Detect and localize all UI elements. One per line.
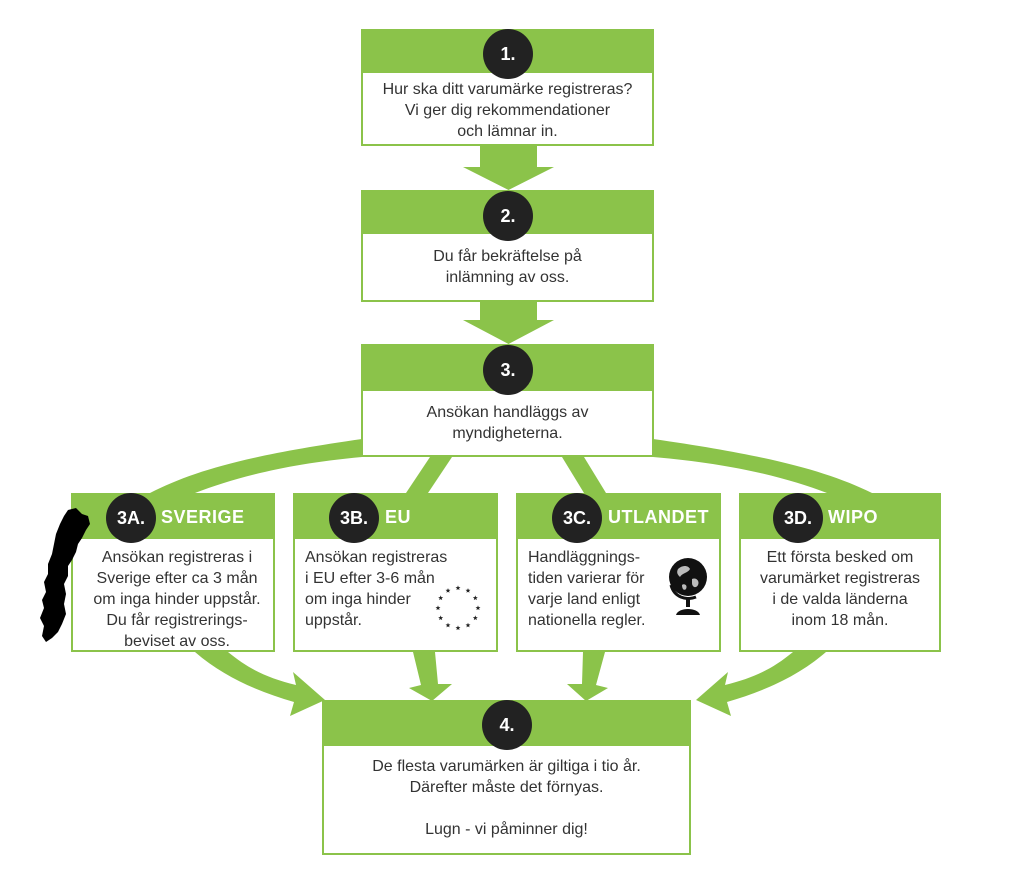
step-3a-box: 3A. SVERIGE Ansökan registreras i Sverig… bbox=[71, 493, 275, 652]
eu-star bbox=[445, 622, 451, 628]
arrow-3-to-3c bbox=[562, 457, 606, 493]
step-2-text: Du får bekräftelse på inlämning av oss. bbox=[433, 248, 582, 286]
arrow-3-to-3d bbox=[653, 439, 872, 493]
step-3d-text: Ett första besked om varumärket registre… bbox=[759, 549, 921, 629]
step-3b-number: 3B. bbox=[329, 493, 379, 543]
step-4-box: 4. De flesta varumärken är giltiga i tio… bbox=[322, 700, 691, 855]
step-3b-header bbox=[295, 495, 496, 539]
eu-star bbox=[438, 615, 444, 621]
arrow-2-to-3 bbox=[463, 302, 554, 344]
arrow-1-to-2 bbox=[463, 146, 554, 190]
step-3c-box: 3C. UTLANDET Handläggnings- tiden varier… bbox=[516, 493, 721, 652]
step-1-number: 1. bbox=[483, 29, 533, 79]
step-3a-number: 3A. bbox=[106, 493, 156, 543]
eu-star bbox=[445, 588, 451, 593]
arrow-3-to-3b bbox=[406, 457, 452, 493]
eu-star bbox=[465, 622, 471, 628]
eu-star bbox=[472, 615, 478, 621]
step-2-box: 2. Du får bekräftelse på inlämning av os… bbox=[361, 190, 654, 302]
step-3-box: 3. Ansökan handläggs av myndigheterna. bbox=[361, 344, 654, 457]
arrow-3c-to-4 bbox=[567, 652, 608, 701]
eu-star bbox=[465, 588, 471, 593]
eu-star bbox=[475, 605, 481, 611]
step-3-number: 3. bbox=[483, 345, 533, 395]
step-3c-title: UTLANDET bbox=[608, 507, 709, 527]
eu-star bbox=[455, 625, 461, 631]
step-4-number: 4. bbox=[482, 700, 532, 750]
step-3c-text: Handläggnings- tiden varierar för varje … bbox=[528, 549, 646, 629]
step-1-text: Hur ska ditt varumärke registreras? Vi g… bbox=[382, 81, 633, 140]
eu-stars-icon bbox=[435, 585, 481, 631]
globe-icon bbox=[669, 558, 707, 615]
sweden-map-icon bbox=[40, 508, 90, 642]
step-3c-number: 3C. bbox=[552, 493, 602, 543]
step-3d-number: 3D. bbox=[773, 493, 823, 543]
arrow-3a-to-4 bbox=[195, 652, 325, 716]
eu-star bbox=[435, 605, 441, 611]
step-1-box: 1. Hur ska ditt varumärke registreras? V… bbox=[361, 29, 654, 146]
step-3d-box: 3D. WIPO Ett första besked om varumärket… bbox=[739, 493, 941, 652]
arrow-3b-to-4 bbox=[409, 652, 452, 701]
step-3-text: Ansökan handläggs av myndigheterna. bbox=[426, 404, 589, 442]
arrow-3d-to-4 bbox=[696, 652, 826, 716]
arrow-3-to-3a bbox=[150, 439, 362, 493]
step-3a-text: Ansökan registreras i Sverige efter ca 3… bbox=[93, 549, 261, 650]
step-3a-title: SVERIGE bbox=[161, 507, 245, 527]
step-3b-box: 3B. EU Ansökan registreras i EU efter 3-… bbox=[293, 493, 498, 652]
step-3b-text: Ansökan registreras i EU efter 3-6 mån o… bbox=[305, 549, 448, 629]
eu-star bbox=[438, 595, 444, 601]
step-4-text: De flesta varumärken är giltiga i tio år… bbox=[372, 758, 641, 838]
eu-star bbox=[472, 595, 478, 601]
step-3b-title: EU bbox=[385, 507, 412, 527]
step-2-number: 2. bbox=[483, 191, 533, 241]
eu-star bbox=[455, 585, 461, 591]
step-3d-title: WIPO bbox=[828, 507, 878, 527]
step-3c-header bbox=[518, 495, 719, 539]
